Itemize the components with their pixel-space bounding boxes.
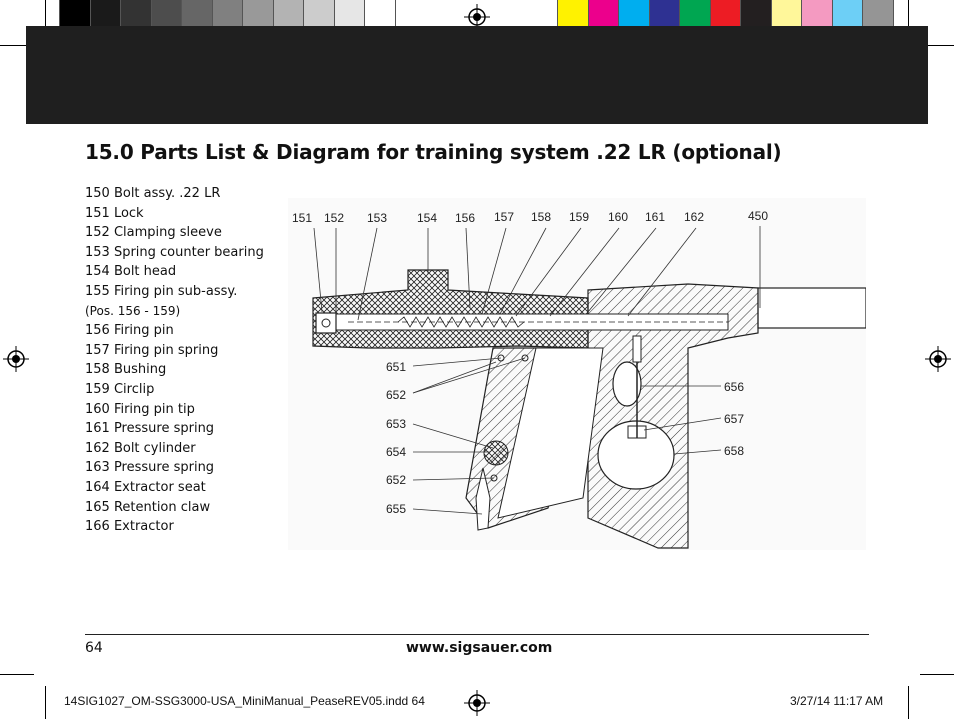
crop-mark bbox=[45, 0, 46, 34]
parts-list-item: 162 Bolt cylinder bbox=[85, 440, 196, 456]
callout-157: 157 bbox=[494, 210, 514, 224]
parts-list-item: 161 Pressure spring bbox=[85, 421, 215, 437]
registration-mark-bottom bbox=[464, 690, 490, 716]
callout-653: 653 bbox=[386, 417, 406, 431]
parts-list-item: 150 Bolt assy. .22 LR bbox=[85, 186, 221, 201]
callout-658: 658 bbox=[724, 444, 744, 458]
crop-mark bbox=[45, 686, 46, 719]
callout-450: 450 bbox=[748, 209, 768, 223]
parts-list: 150 Bolt assy. .22 LR 151 Lock 152 Clampin… bbox=[85, 184, 264, 537]
parts-list-item: 160 Firing pin tip bbox=[85, 401, 195, 417]
callout-158: 158 bbox=[531, 210, 551, 224]
parts-list-item: 151 Lock bbox=[85, 205, 144, 221]
crop-mark bbox=[908, 686, 909, 719]
parts-list-item: 155 Firing pin sub-assy. bbox=[85, 283, 238, 299]
registration-mark-right bbox=[925, 346, 951, 372]
parts-list-item: 154 Bolt head bbox=[85, 264, 177, 280]
parts-list-item: 165 Retention claw bbox=[85, 499, 211, 515]
website-link[interactable]: www.sigsauer.com bbox=[406, 640, 553, 656]
callout-153: 153 bbox=[367, 211, 387, 225]
callout-652: 652 bbox=[386, 388, 406, 402]
callout-159: 159 bbox=[569, 210, 589, 224]
callout-651: 651 bbox=[386, 360, 406, 374]
parts-list-item: 156 Firing pin bbox=[85, 323, 174, 339]
callout-655: 655 bbox=[386, 502, 406, 516]
parts-list-item: 164 Extractor seat bbox=[85, 479, 206, 495]
footer-rule bbox=[85, 634, 869, 635]
parts-list-item: 166 Extractor bbox=[85, 519, 174, 535]
parts-list-item: (Pos. 156 - 159) bbox=[85, 303, 181, 318]
callout-161: 161 bbox=[645, 210, 665, 224]
callout-151: 151 bbox=[292, 211, 312, 225]
callout-657: 657 bbox=[724, 412, 744, 426]
page-number: 64 bbox=[85, 640, 103, 656]
callout-156: 156 bbox=[455, 211, 475, 225]
crop-mark bbox=[0, 45, 34, 46]
crop-mark bbox=[920, 45, 954, 46]
slug-date-info: 3/27/14 11:17 AM bbox=[790, 694, 884, 708]
crop-mark bbox=[0, 674, 34, 675]
crop-mark bbox=[920, 674, 954, 675]
crop-mark bbox=[908, 0, 909, 34]
callout-654: 654 bbox=[386, 445, 406, 459]
parts-list-item: 152 Clamping sleeve bbox=[85, 225, 222, 241]
slug-file-info: 14SIG1027_OM-SSG3000-USA_MiniManual_Peas… bbox=[64, 694, 425, 708]
callout-154: 154 bbox=[417, 211, 437, 225]
parts-list-item: 153 Spring counter bearing bbox=[85, 244, 264, 260]
header-band bbox=[26, 26, 928, 124]
callout-652-lower: 652 bbox=[386, 473, 406, 487]
parts-list-item: 159 Circlip bbox=[85, 381, 155, 397]
callout-162: 162 bbox=[684, 210, 704, 224]
callout-160: 160 bbox=[608, 210, 628, 224]
page-title: 15.0 Parts List & Diagram for training s… bbox=[85, 140, 782, 164]
registration-mark-left bbox=[3, 346, 29, 372]
registration-mark-top bbox=[464, 4, 490, 30]
callout-152: 152 bbox=[324, 211, 344, 225]
callout-656: 656 bbox=[724, 380, 744, 394]
parts-list-item: 163 Pressure spring bbox=[85, 460, 215, 476]
training-system-diagram: 151 152 153 154 156 157 158 159 160 161 … bbox=[288, 198, 866, 550]
parts-list-item: 158 Bushing bbox=[85, 362, 167, 378]
parts-list-item: 157 Firing pin spring bbox=[85, 342, 219, 358]
